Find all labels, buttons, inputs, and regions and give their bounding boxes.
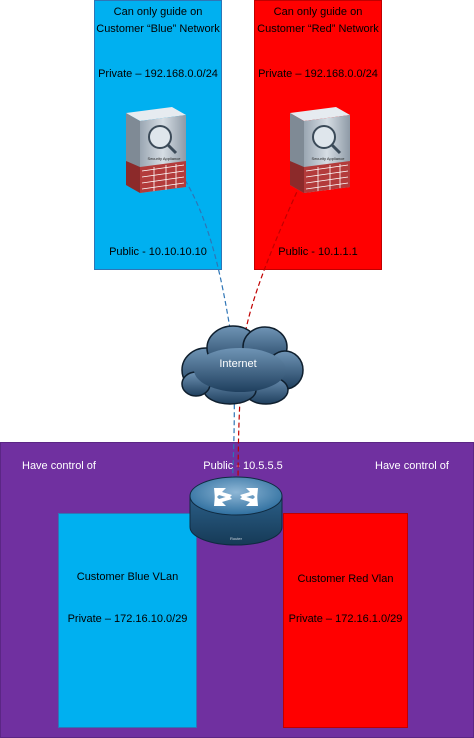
internet-cloud-icon: Internet bbox=[181, 325, 304, 405]
red-vlan-name: Customer Red Vlan bbox=[297, 573, 394, 585]
red-security-appliance-icon: Security Appliance bbox=[290, 107, 350, 193]
red-network-public: Public - 10.1.1.1 bbox=[278, 246, 358, 258]
router-label: Router bbox=[230, 536, 243, 541]
blue-network-title-line1: Can only guide on bbox=[113, 6, 203, 18]
internet-label: Internet bbox=[219, 358, 256, 370]
red-network-title-line2: Customer “Red” Network bbox=[257, 23, 379, 35]
controlled-zone-right-label: Have control of bbox=[375, 460, 449, 472]
blue-vlan-private: Private – 172.16.10.0/29 bbox=[67, 613, 188, 625]
blue-appliance-label: Security Appliance bbox=[148, 156, 182, 161]
blue-link-line bbox=[184, 179, 235, 496]
router-icon: Router bbox=[189, 476, 283, 546]
red-vlan-private: Private – 172.16.1.0/29 bbox=[288, 613, 403, 625]
blue-security-appliance-icon: Security Appliance bbox=[126, 107, 186, 193]
router-public-ip: Public - 10.5.5.5 bbox=[203, 460, 283, 472]
blue-network-title-line2: Customer “Blue” Network bbox=[96, 23, 220, 35]
red-network-title-line1: Can only guide on bbox=[273, 6, 363, 18]
red-appliance-label: Security Appliance bbox=[312, 156, 346, 161]
controlled-zone-left-label: Have control of bbox=[22, 460, 96, 472]
red-link-line bbox=[237, 184, 301, 496]
blue-network-box: Can only guide on Customer “Blue” Networ… bbox=[94, 0, 222, 270]
blue-network-private: Private – 192.168.0.0/24 bbox=[98, 68, 218, 80]
red-network-private: Private – 192.168.0.0/24 bbox=[258, 68, 378, 80]
red-vlan-box: Customer Red Vlan Private – 172.16.1.0/2… bbox=[283, 513, 408, 728]
blue-vlan-name: Customer Blue VLan bbox=[76, 571, 179, 583]
blue-network-public: Public - 10.10.10.10 bbox=[109, 246, 207, 258]
blue-vlan-box: Customer Blue VLan Private – 172.16.10.0… bbox=[58, 513, 197, 728]
